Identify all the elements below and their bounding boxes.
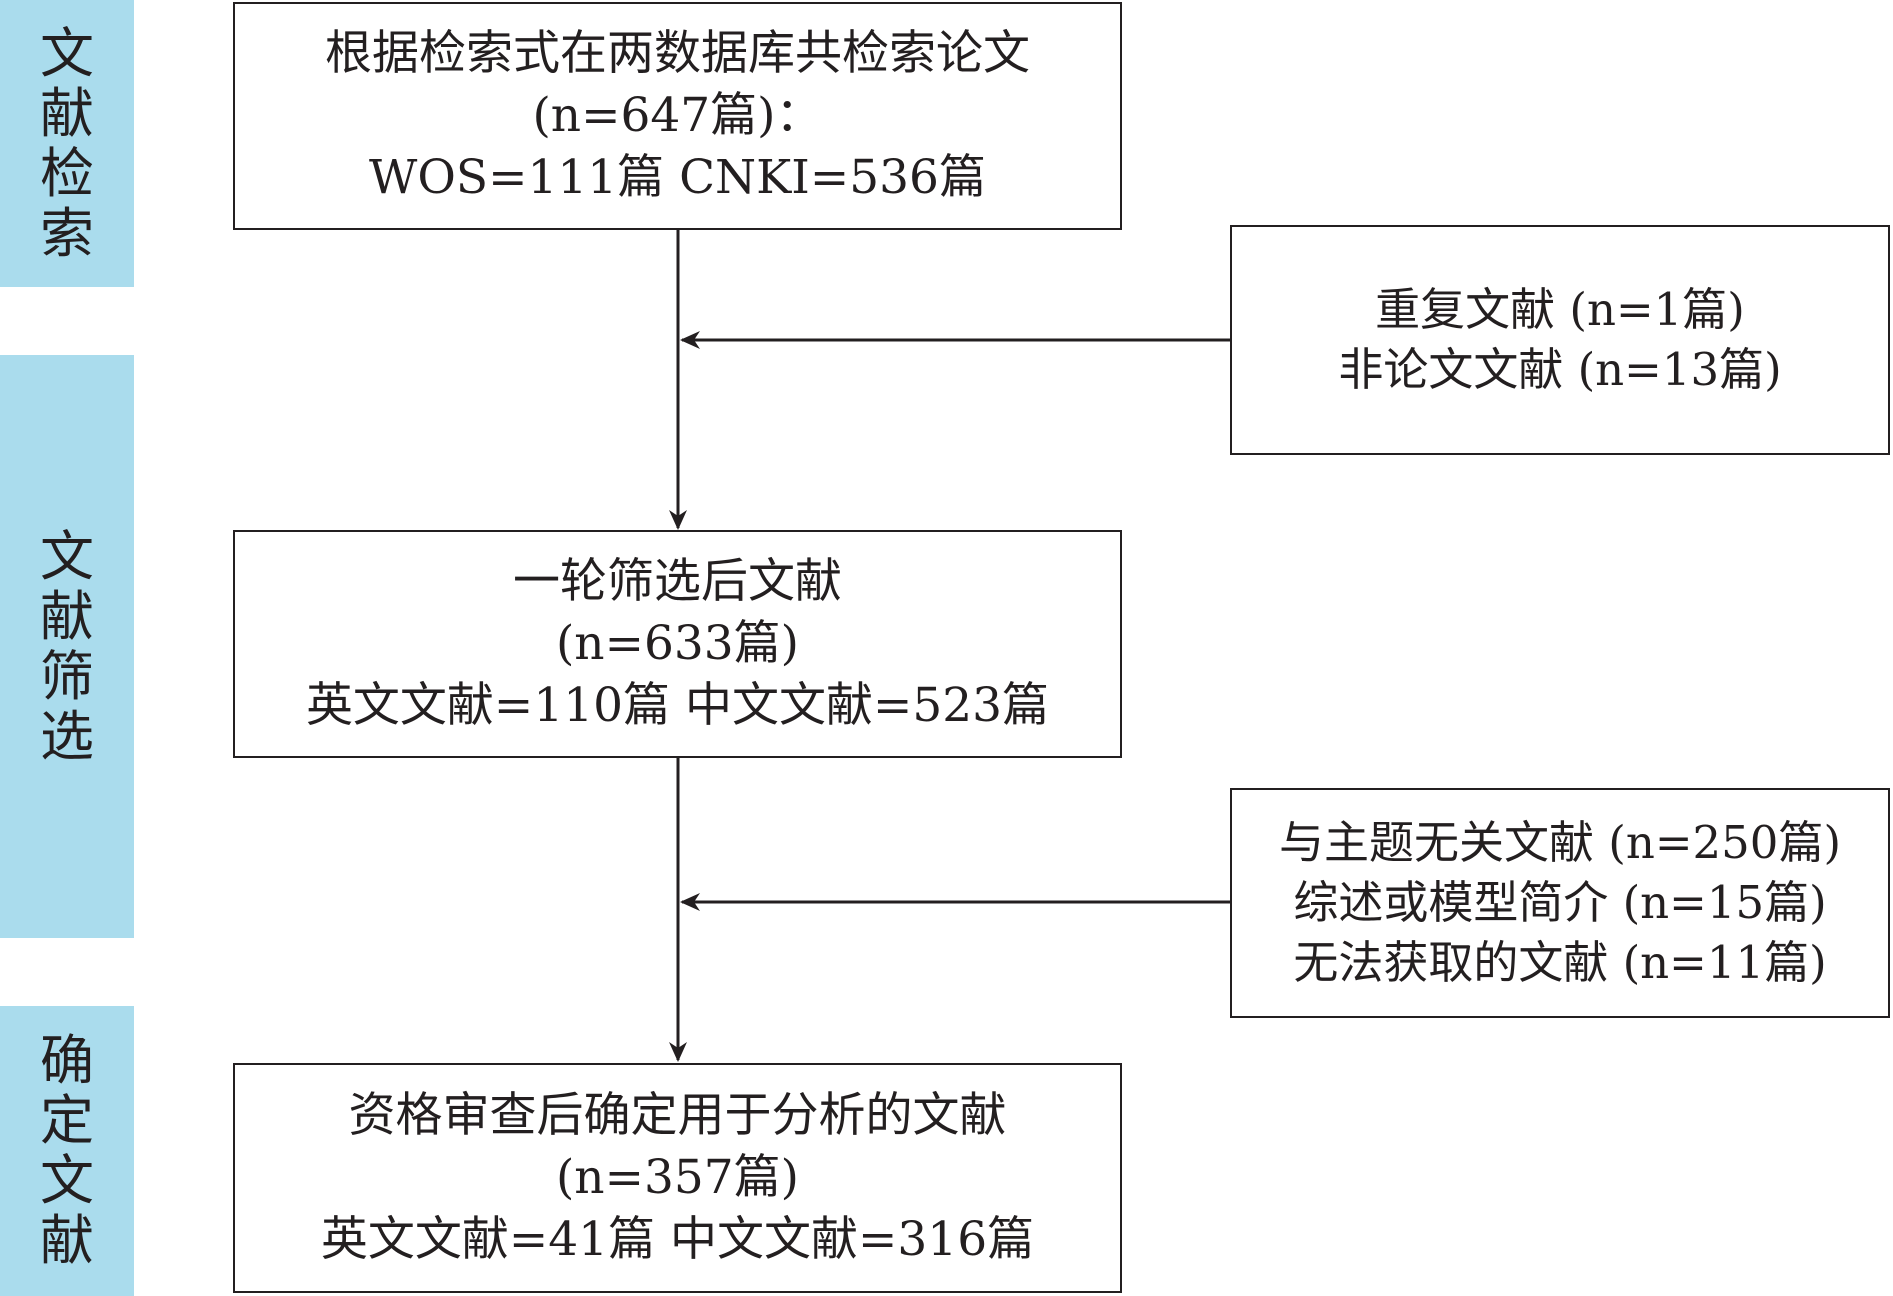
stage-label-char: 确 bbox=[40, 1029, 94, 1092]
screening-box: 一轮筛选后文献 (n=633篇) 英文文献=110篇 中文文献=523篇 bbox=[233, 530, 1122, 758]
stage-label-char: 文 bbox=[40, 21, 94, 85]
search-box-sources: WOS=111篇 CNKI=536篇 bbox=[369, 150, 986, 205]
stage-label-char: 献 bbox=[40, 81, 94, 145]
exclusion-irrelevant: 与主题无关文献 (n=250篇) bbox=[1279, 816, 1841, 869]
stage-label-retrieval: 文献检索 bbox=[0, 0, 134, 287]
exclusion-duplicates: 重复文献 (n=1篇) bbox=[1375, 283, 1745, 336]
screening-box-languages: 英文文献=110篇 中文文献=523篇 bbox=[305, 678, 1050, 733]
final-box-languages: 英文文献=41篇 中文文献=316篇 bbox=[320, 1212, 1035, 1267]
final-box-count: (n=357篇) bbox=[555, 1150, 800, 1205]
stage-label-screening: 文献筛选 bbox=[0, 355, 134, 938]
stage-label-char: 献 bbox=[40, 584, 94, 648]
screening-box-count: (n=633篇) bbox=[555, 616, 800, 671]
stage-label-char: 文 bbox=[40, 524, 94, 588]
search-box-count: (n=647篇)： bbox=[532, 88, 823, 143]
stage-label-char: 选 bbox=[40, 704, 94, 768]
stage-label-char: 献 bbox=[40, 1209, 94, 1272]
exclusion-box-2: 与主题无关文献 (n=250篇) 综述或模型简介 (n=15篇) 无法获取的文献… bbox=[1230, 788, 1890, 1018]
stage-label-char: 定 bbox=[40, 1089, 94, 1152]
stage-label-char: 文 bbox=[40, 1149, 94, 1212]
exclusion-box-1: 重复文献 (n=1篇) 非论文文献 (n=13篇) bbox=[1230, 225, 1890, 455]
final-box: 资格审查后确定用于分析的文献 (n=357篇) 英文文献=41篇 中文文献=31… bbox=[233, 1063, 1122, 1293]
exclusion-non-paper: 非论文文献 (n=13篇) bbox=[1338, 343, 1782, 396]
stage-label-final: 确定文献 bbox=[0, 1006, 134, 1296]
search-box-line1: 根据检索式在两数据库共检索论文 bbox=[325, 26, 1030, 81]
stage-label-char: 筛 bbox=[40, 644, 94, 708]
final-box-title: 资格审查后确定用于分析的文献 bbox=[348, 1088, 1007, 1143]
screening-box-title: 一轮筛选后文献 bbox=[513, 554, 842, 609]
stage-label-char: 检 bbox=[40, 141, 94, 205]
stage-label-char: 索 bbox=[40, 201, 94, 265]
exclusion-unavailable: 无法获取的文献 (n=11篇) bbox=[1293, 936, 1827, 989]
exclusion-reviews: 综述或模型简介 (n=15篇) bbox=[1293, 876, 1827, 929]
search-box: 根据检索式在两数据库共检索论文 (n=647篇)： WOS=111篇 CNKI=… bbox=[233, 2, 1122, 230]
